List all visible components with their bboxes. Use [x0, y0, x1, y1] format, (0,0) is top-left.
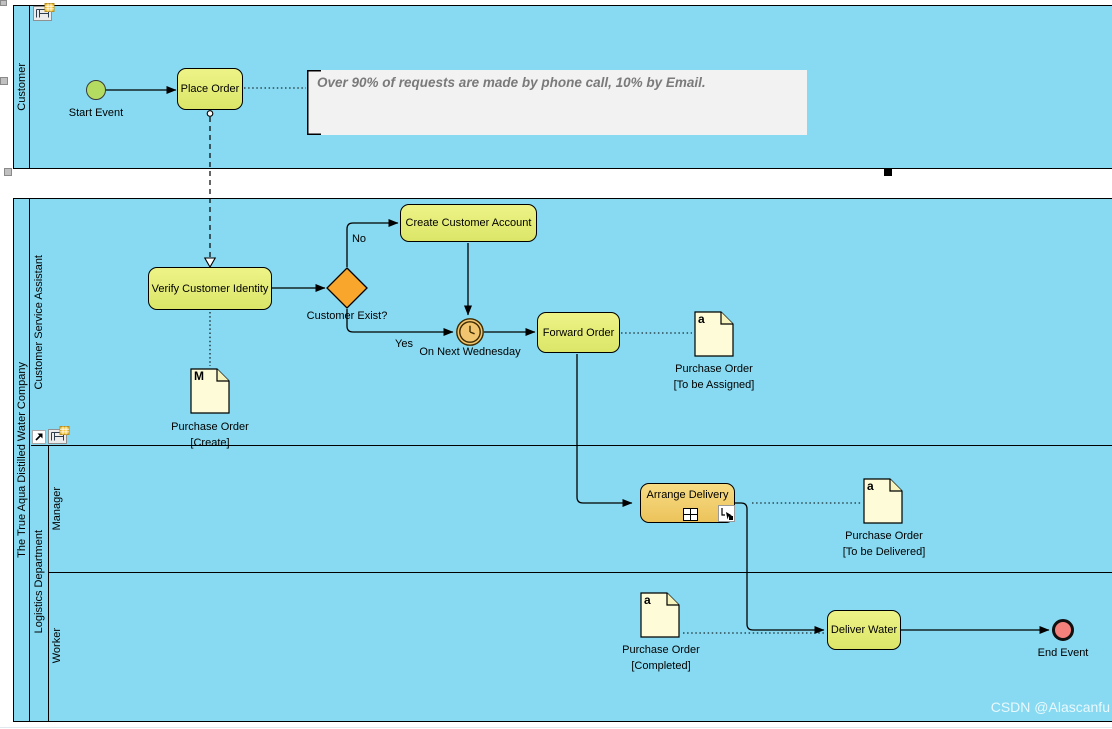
pool-company-name-strip	[14, 199, 30, 721]
doc-badge: a	[698, 312, 705, 326]
timer-event[interactable]	[455, 317, 485, 352]
lane-label-manager[interactable]: Manager	[50, 486, 63, 531]
lane-label-worker[interactable]: Worker	[50, 627, 63, 664]
lane-label-logistics-department[interactable]: Logistics Department	[33, 530, 45, 634]
gateway-label: Customer Exist?	[306, 310, 388, 322]
task-arrange-delivery-label: Arrange Delivery	[646, 489, 729, 501]
window-bottom-edge	[0, 727, 1112, 728]
data-object-purchase-order-completed[interactable]: a	[640, 592, 680, 643]
selection-handle[interactable]	[0, 0, 7, 6]
cursor-marker-icon	[718, 505, 735, 525]
data-object-purchase-order-to-be-delivered[interactable]: a	[863, 478, 903, 529]
selection-handle[interactable]	[4, 168, 12, 176]
process-diagram-icon	[48, 426, 70, 450]
doc-assigned-label: Purchase Order[To be Assigned]	[673, 363, 755, 391]
watermark: CSDN @Alascanfu	[990, 699, 1110, 715]
task-arrange-delivery[interactable]: Arrange Delivery	[640, 483, 735, 523]
start-event-label: Start Event	[68, 107, 124, 119]
flow-label-no: No	[351, 233, 367, 245]
document-icon	[863, 478, 903, 524]
doc-badge: a	[867, 479, 874, 493]
doc-delivered-label: Purchase Order[To be Delivered]	[842, 530, 926, 558]
link-ne-arrow-icon	[32, 430, 46, 449]
task-deliver-water[interactable]: Deliver Water	[827, 610, 901, 650]
timer-inner-ring	[459, 321, 481, 343]
process-diagram-icon	[33, 3, 55, 27]
lane-label-customer-service-assistant[interactable]: Customer Service Assistant	[33, 254, 45, 390]
document-icon	[640, 592, 680, 638]
task-create-customer-account[interactable]: Create Customer Account	[400, 204, 537, 242]
selection-handle[interactable]	[0, 77, 8, 85]
doc-create-label: Purchase Order[Create]	[171, 421, 249, 449]
clock-hands-icon	[469, 325, 475, 335]
gateway-customer-exist[interactable]	[326, 267, 368, 314]
grid-marker-icon	[683, 508, 698, 524]
timer-event-label: On Next Wednesday	[419, 346, 521, 358]
pool-company-label[interactable]: The True Aqua Distilled Water Company	[16, 362, 28, 558]
lane-divider-manager-worker	[47, 572, 1112, 574]
data-object-purchase-order-create[interactable]: M	[190, 368, 230, 419]
flow-label-yes: Yes	[395, 338, 413, 350]
end-event[interactable]	[1052, 619, 1074, 641]
doc-badge: M	[194, 369, 204, 383]
task-verify-customer-identity[interactable]: Verify Customer Identity	[148, 267, 272, 310]
lane-divider-csa-logistics	[31, 445, 1112, 447]
annotation-text: Over 90% of requests are made by phone c…	[317, 75, 706, 90]
end-event-label: End Event	[1037, 647, 1089, 659]
selection-handle-active[interactable]	[884, 168, 892, 176]
pool-customer-label[interactable]: Customer	[16, 63, 28, 111]
document-icon	[694, 311, 734, 357]
lane-divider-logistics-sublanes	[47, 445, 49, 721]
pool-customer-name-strip	[14, 6, 30, 168]
task-place-order[interactable]: Place Order	[177, 68, 243, 110]
task-forward-order[interactable]: Forward Order	[537, 312, 620, 353]
data-object-purchase-order-to-be-assigned[interactable]: a	[694, 311, 734, 362]
document-icon	[190, 368, 230, 414]
annotation-box[interactable]: Over 90% of requests are made by phone c…	[307, 70, 807, 135]
doc-completed-label: Purchase Order[Completed]	[622, 644, 700, 672]
doc-badge: a	[644, 593, 651, 607]
start-event[interactable]	[86, 80, 106, 100]
